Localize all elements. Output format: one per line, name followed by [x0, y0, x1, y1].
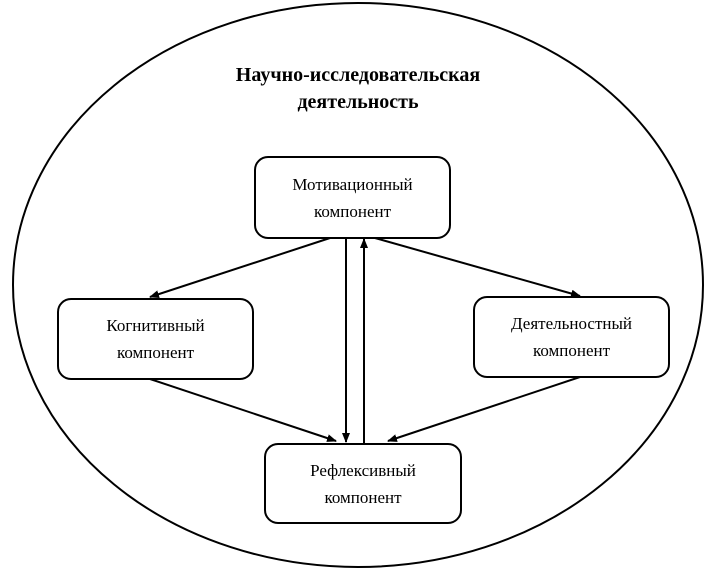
node-label: Мотивационный	[292, 174, 413, 194]
title-line-1: Научно-исследовательская	[235, 64, 481, 86]
arrow-cognitive-to-reflexive	[149, 378, 337, 442]
outer-ellipse	[12, 2, 704, 568]
node-reflexive: Рефлексивный компонент	[264, 443, 462, 524]
node-label: компонент	[313, 201, 392, 221]
node-label: компонент	[116, 343, 195, 362]
title-line-2: деятельность	[297, 91, 419, 113]
diagram-title: Научно-исследовательская деятельность	[158, 62, 558, 116]
node-motivational: Мотивационный компонент	[254, 156, 451, 239]
node-activity: Деятельностный компонент	[473, 296, 670, 378]
node-label: компонент	[532, 341, 611, 360]
arrow-motivational-to-cognitive	[149, 237, 331, 298]
node-label: Рефлексивный	[310, 460, 416, 480]
arrow-motivational-to-activity	[374, 237, 581, 298]
node-label: компонент	[324, 487, 402, 507]
arrow-activity-to-reflexive	[387, 376, 581, 442]
node-label: Когнитивный	[106, 316, 205, 335]
node-cognitive: Когнитивный компонент	[57, 298, 254, 380]
node-label: Деятельностный	[511, 314, 632, 333]
